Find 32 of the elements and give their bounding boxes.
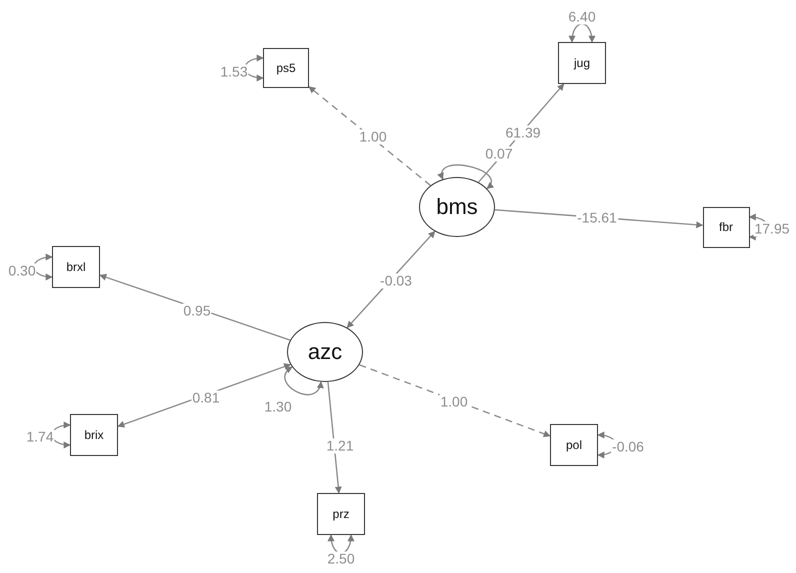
edge-label: 1.53 [219, 64, 249, 80]
variance-loop-arrow [284, 366, 323, 396]
observed-variable-box: brxl [52, 246, 100, 288]
observed-variable-box: pol [550, 424, 598, 466]
edge-label: 0.07 [484, 146, 514, 162]
edge-label: 0.95 [182, 304, 212, 318]
edge-label: 2.50 [326, 552, 356, 566]
edge-label: 0.81 [191, 390, 221, 406]
path-arrow [308, 86, 431, 186]
edge-label: 1.21 [325, 438, 355, 454]
observed-variable-box: fbr [702, 206, 750, 248]
observed-variable-box: prz [317, 493, 365, 535]
edge-label: 61.39 [504, 126, 542, 140]
edge-label: 0.30 [7, 264, 37, 278]
edge-label: -0.06 [611, 440, 645, 454]
edge-label: 1.74 [25, 430, 55, 444]
latent-variable-ellipse: azc [287, 322, 363, 382]
edge-label: 1.00 [439, 394, 469, 410]
observed-variable-box: brix [70, 414, 118, 456]
variance-loop-arrow [328, 534, 354, 554]
observed-variable-box: ps5 [263, 48, 309, 88]
edge-label: 1.30 [263, 400, 293, 414]
edge-label: -0.03 [379, 274, 413, 288]
variance-loop-arrow [568, 24, 596, 43]
edge-label: 17.95 [753, 222, 791, 236]
edge-label: -15.61 [576, 210, 618, 226]
observed-variable-box: jug [558, 42, 606, 84]
variance-loop-arrow [438, 164, 494, 190]
edge-label: 6.40 [567, 10, 597, 24]
variance-loop-arrow [34, 254, 53, 280]
edge-label: 1.00 [358, 130, 388, 144]
latent-variable-ellipse: bms [419, 177, 495, 237]
